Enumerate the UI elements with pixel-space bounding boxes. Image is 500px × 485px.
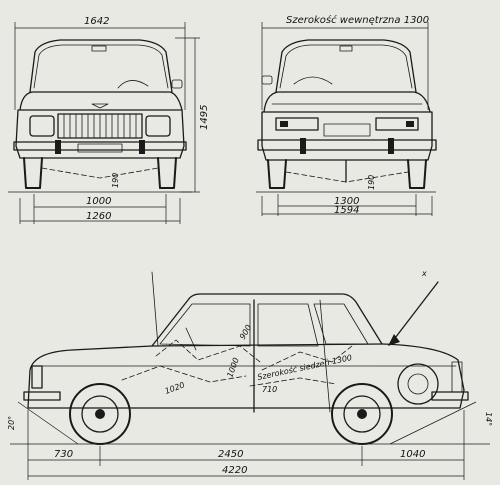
height-label: 1495 bbox=[199, 105, 210, 130]
rear-overhang-label: 1040 bbox=[400, 449, 425, 460]
rear-ground-clearance-label: 190 bbox=[367, 175, 376, 190]
front-overhang-label: 730 bbox=[54, 449, 73, 460]
wheelbase-label: 2450 bbox=[218, 449, 243, 460]
interior-900-label: 900 bbox=[238, 323, 253, 341]
rear-view: Szerokość wewnętrzna 1300 190 bbox=[256, 14, 437, 216]
interior-710-label: 710 bbox=[262, 385, 277, 394]
front-track-label: 1000 bbox=[86, 196, 111, 207]
front-outer-label: 1260 bbox=[86, 211, 111, 222]
rear-track-label: 1300 bbox=[334, 196, 359, 207]
departure-angle-label: 14° bbox=[484, 412, 493, 426]
side-view: x 1000 900 710 1020 Szerokość siedzeń 13… bbox=[7, 269, 493, 480]
seat-width-label: Szerokość siedzeń 1300 bbox=[256, 352, 352, 382]
front-width-label: 1642 bbox=[84, 16, 109, 27]
front-ground-clearance-label: 190 bbox=[111, 173, 120, 188]
approach-angle-label: 20° bbox=[7, 416, 16, 430]
interior-1020-label: 1020 bbox=[164, 380, 186, 395]
front-view: 1642 1495 bbox=[8, 16, 210, 224]
interior-width-label: Szerokość wewnętrzna 1300 bbox=[286, 14, 429, 26]
svg-text:x: x bbox=[421, 269, 427, 278]
interior-1000-label: 1000 bbox=[225, 356, 240, 378]
overall-width-label: 1594 bbox=[334, 205, 359, 216]
overall-length-label: 4220 bbox=[222, 465, 247, 476]
